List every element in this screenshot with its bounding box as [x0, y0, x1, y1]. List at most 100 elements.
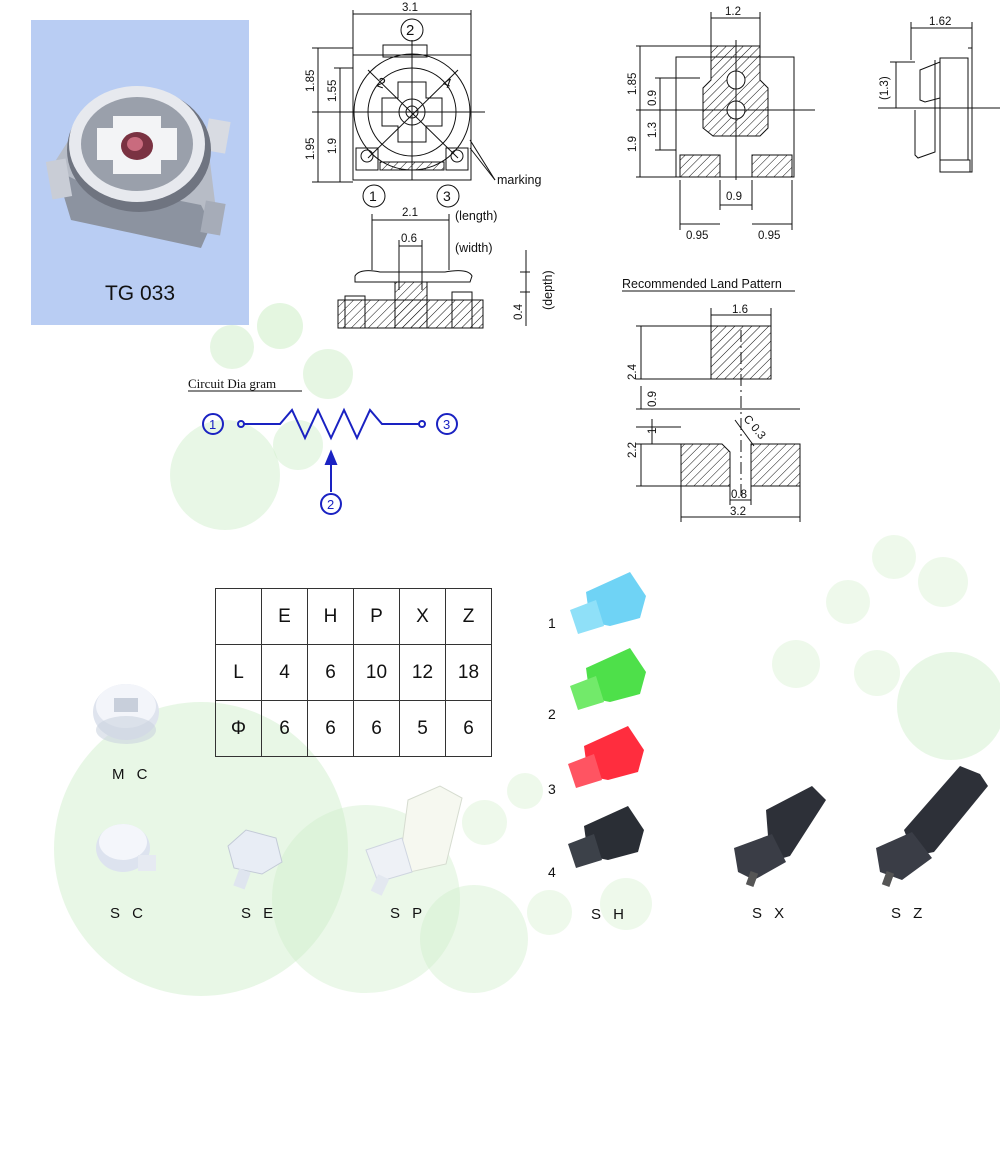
svg-text:(width): (width): [455, 241, 493, 255]
svg-text:(depth): (depth): [541, 270, 555, 310]
sh-color-number: 1: [548, 615, 556, 631]
decor-bubble: [872, 535, 916, 579]
table-cell: 6: [445, 700, 492, 757]
knob-sp-image: [365, 785, 463, 896]
svg-text:4: 4: [441, 74, 454, 92]
knob-label-sp: S P: [390, 905, 427, 922]
svg-text:Recommended Land Pattern: Recommended Land Pattern: [622, 277, 782, 291]
knob-sc-image: [96, 824, 156, 872]
decor-bubble: [462, 800, 507, 845]
svg-text:1.85: 1.85: [305, 70, 317, 92]
svg-text:1.9: 1.9: [327, 138, 339, 154]
decor-bubble: [897, 652, 1000, 760]
land-pattern: [636, 308, 801, 522]
side-view-labels: 2.1 (length) 0.6 (width) 0.4 (depth): [401, 207, 555, 320]
svg-text:3: 3: [443, 188, 451, 204]
technical-drawings: 3.1 2 1 3 2 4 marking 1.85 1.55 1.95 1.9…: [188, 2, 1000, 522]
svg-text:1: 1: [369, 188, 377, 204]
svg-text:3.2: 3.2: [730, 506, 746, 518]
decor-bubble: [257, 303, 303, 349]
product-photo: TG 033: [31, 20, 249, 325]
sh-color-number: 3: [548, 781, 556, 797]
decor-bubble: [772, 640, 820, 688]
svg-text:1: 1: [647, 428, 659, 434]
table-cell: 6: [261, 700, 308, 757]
decor-bubble: [918, 557, 968, 607]
svg-text:2: 2: [406, 22, 414, 39]
table-cell: 5: [399, 700, 446, 757]
product-name: TG 033: [104, 282, 176, 305]
trimmer-photo: [45, 86, 231, 248]
knob-label-sc: S C: [110, 905, 148, 922]
svg-text:2.2: 2.2: [627, 442, 639, 458]
decor-bubble: [303, 349, 353, 399]
svg-text:0.9: 0.9: [726, 191, 742, 203]
table-cell: 4: [261, 644, 308, 701]
knob-photos: [93, 572, 988, 896]
svg-text:2.1: 2.1: [402, 207, 418, 219]
back-view-labels: 1.2 1.85 0.9 1.3 1.9 0.9 0.95 0.95: [627, 6, 780, 242]
knob-sh-3-image: [568, 726, 644, 788]
decor-bubble: [854, 650, 900, 696]
knob-label-sx: S X: [752, 905, 789, 922]
table-cell: 6: [307, 644, 354, 701]
back-view: [636, 12, 815, 230]
table-row: Φ 6 6 6 5 6: [215, 700, 492, 757]
svg-text:marking: marking: [497, 173, 542, 187]
svg-text:(length): (length): [455, 209, 497, 223]
knob-sx-image: [734, 786, 826, 887]
sh-color-number: 4: [548, 864, 556, 880]
knob-mc-image: [93, 684, 159, 744]
table-header-row: E H P X Z: [215, 588, 492, 645]
knob-sh-4-image: [568, 806, 644, 868]
knob-se-image: [227, 829, 283, 890]
decor-bubble: [273, 420, 323, 470]
table-cell: 12: [399, 644, 446, 701]
svg-text:1.2: 1.2: [725, 6, 741, 18]
decor-bubble: [420, 885, 528, 993]
svg-text:0.4: 0.4: [513, 303, 525, 320]
svg-text:1.3: 1.3: [647, 122, 659, 138]
svg-text:2: 2: [375, 74, 388, 92]
svg-text:2.4: 2.4: [627, 363, 639, 380]
table-row: L 4 6 10 12 18: [215, 644, 492, 701]
sh-color-number: 2: [548, 706, 556, 722]
svg-text:0.95: 0.95: [686, 230, 708, 242]
table-cell: E: [261, 588, 308, 645]
svg-text:(1.3): (1.3): [879, 76, 891, 100]
knob-sh-1-image: [570, 572, 646, 634]
svg-text:C 0.3: C 0.3: [741, 413, 768, 442]
svg-text:1.95: 1.95: [305, 138, 317, 160]
knob-dimension-table: E H P X Z L 4 6 10 12 18 Φ 6 6 6 5 6: [215, 588, 492, 757]
knob-label-sh: S H: [591, 906, 629, 923]
front-view: [312, 10, 496, 208]
circuit-diagram: Circuit Dia gram 1 3 2: [188, 376, 458, 515]
knob-sh-2-image: [570, 648, 646, 710]
table-cell: L: [215, 644, 262, 701]
svg-text:0.9: 0.9: [647, 391, 659, 407]
decor-bubble: [527, 890, 572, 935]
decor-bubble: [826, 580, 870, 624]
svg-text:1.62: 1.62: [929, 16, 951, 28]
svg-text:0.95: 0.95: [758, 230, 780, 242]
table-cell: 10: [353, 644, 400, 701]
knob-label-mc: M C: [112, 766, 152, 783]
decor-bubble: [210, 325, 254, 369]
svg-text:3.1: 3.1: [402, 2, 418, 14]
svg-text:2: 2: [327, 497, 334, 512]
svg-text:1.55: 1.55: [327, 80, 339, 102]
knob-sz-image: [876, 766, 988, 887]
svg-text:1.9: 1.9: [627, 136, 639, 152]
svg-text:1.85: 1.85: [627, 73, 639, 95]
knob-label-sz: S Z: [891, 905, 927, 922]
svg-text:Circuit Dia gram: Circuit Dia gram: [188, 376, 276, 391]
decor-bubble: [507, 773, 543, 809]
svg-text:0.8: 0.8: [731, 489, 747, 501]
profile-view: [878, 22, 1000, 173]
svg-text:3: 3: [443, 417, 450, 432]
svg-text:0.6: 0.6: [401, 233, 417, 245]
table-cell: Z: [445, 588, 492, 645]
table-cell: 18: [445, 644, 492, 701]
knob-label-se: S E: [241, 905, 278, 922]
svg-text:0.9: 0.9: [647, 90, 659, 106]
